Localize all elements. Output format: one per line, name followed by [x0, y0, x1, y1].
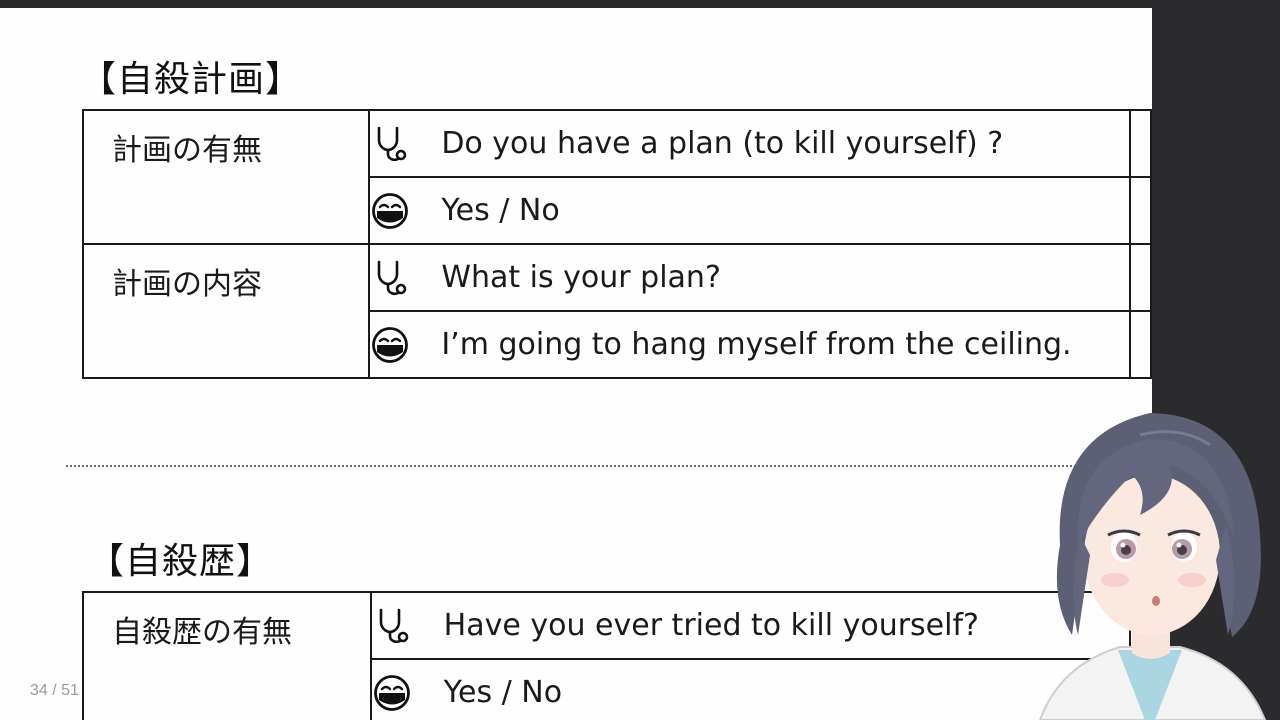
answer-text: Yes / No	[431, 658, 1131, 720]
section-title-suicide-history: 【自殺歴】	[88, 541, 274, 582]
masked-face-icon	[368, 310, 430, 379]
question-text: Do you have a plan (to kill yourself) ?	[429, 109, 1131, 178]
answer-text: Yes / No	[429, 176, 1131, 245]
suicide-plan-table: 計画の有無 Do you have a plan (to kill yourse…	[81, 109, 1152, 379]
suicide-history-table: 自殺歴の有無 Have you ever tried to kill yours…	[81, 591, 1152, 720]
stethoscope-icon	[370, 591, 432, 660]
slide-page: 【自殺計画】 計画の有無 Do you have a plan (to kill…	[0, 8, 1152, 720]
stethoscope-icon	[368, 243, 430, 312]
masked-face-icon	[370, 658, 432, 720]
table-row: 計画の内容 What is your plan?	[81, 243, 1152, 379]
table-row: 自殺歴の有無 Have you ever tried to kill yours…	[81, 591, 1152, 720]
page-counter: 34 / 51	[30, 682, 79, 699]
stethoscope-icon	[368, 109, 430, 178]
row-label: 計画の有無	[81, 109, 371, 245]
question-text: What is your plan?	[429, 243, 1131, 312]
masked-face-icon	[368, 176, 430, 245]
table-row: I’m going to hang myself from the ceilin…	[83, 310, 1152, 379]
row-label: 自殺歴の有無	[81, 591, 373, 720]
table-row: 計画の有無 Do you have a plan (to kill yourse…	[81, 109, 1152, 245]
table-row: Yes / No	[83, 176, 1152, 245]
answer-text: I’m going to hang myself from the ceilin…	[429, 310, 1131, 379]
presenter-avatar	[1020, 395, 1280, 720]
question-text: Have you ever tried to kill yourself?	[431, 591, 1131, 660]
table-row: Yes / No	[83, 658, 1152, 720]
dotted-divider	[66, 465, 1096, 467]
section-title-suicide-plan: 【自殺計画】	[80, 59, 303, 100]
row-label: 計画の内容	[81, 243, 371, 379]
